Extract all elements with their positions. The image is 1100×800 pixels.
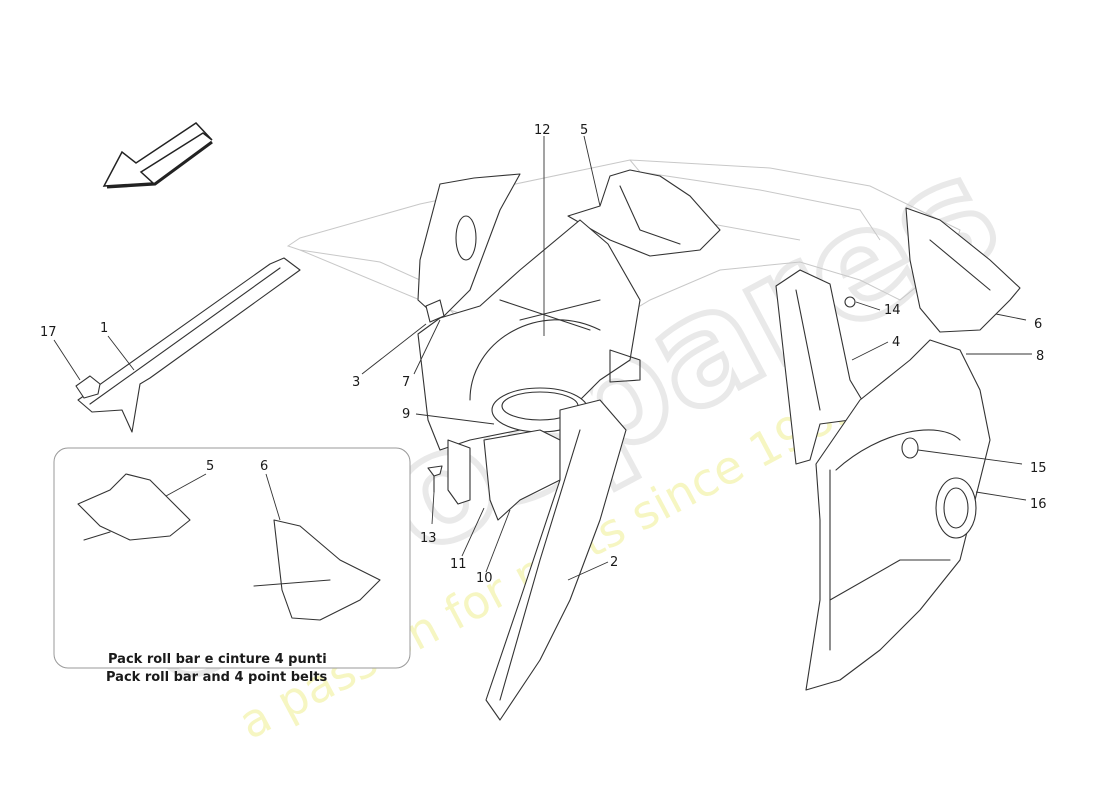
part-14-clip-icon [844, 296, 856, 308]
inset-caption-line1: Pack roll bar e cinture 4 punti [108, 652, 327, 667]
part-11-bracket [447, 439, 471, 505]
callout-10: 10 [476, 571, 493, 586]
part-3-pillar-cover [417, 173, 521, 323]
inset-callout-6: 6 [260, 459, 268, 474]
part-13-screw-icon [427, 465, 443, 493]
callout-2: 2 [610, 555, 618, 570]
callout-17: 17 [40, 325, 57, 340]
callout-7: 7 [402, 375, 410, 390]
inset-caption-line2: Pack roll bar and 4 point belts [106, 670, 328, 685]
callout-8: 8 [1036, 349, 1044, 364]
inset-part-5-trim [77, 473, 191, 541]
callout-3: 3 [352, 375, 360, 390]
part-10-trim-panel [483, 429, 561, 521]
callout-14: 14 [884, 303, 901, 318]
part-2-pillar-trim [485, 399, 627, 721]
part-1-pillar-trim [77, 257, 301, 433]
callout-labels: 17 1 3 7 12 5 9 13 11 10 2 4 14 6 8 15 1… [40, 123, 1047, 586]
callout-9: 9 [402, 407, 410, 422]
callout-6: 6 [1034, 317, 1042, 332]
direction-arrow-icon [102, 122, 213, 189]
part-17-clip [75, 375, 101, 399]
callout-11: 11 [450, 557, 467, 572]
callout-5: 5 [580, 123, 588, 138]
part-8-rear-side-panel [805, 339, 991, 691]
callout-13: 13 [420, 531, 437, 546]
callout-15: 15 [1030, 461, 1047, 476]
part-15-grommet [901, 437, 919, 459]
part-5-quarter-trim-upper [567, 169, 721, 257]
callout-12: 12 [534, 123, 551, 138]
part-16-speaker-ring [935, 477, 977, 539]
callout-16: 16 [1030, 497, 1047, 512]
inset-callout-5: 5 [206, 459, 214, 474]
part-6-rear-upper-trim [905, 207, 1021, 333]
callout-1: 1 [100, 321, 108, 336]
callout-4: 4 [892, 335, 900, 350]
leader-lines [53, 135, 1032, 581]
inset-panel: 5 6 Pack roll bar e cinture 4 punti Pack… [53, 447, 411, 685]
inset-part-6-trim [253, 519, 381, 621]
